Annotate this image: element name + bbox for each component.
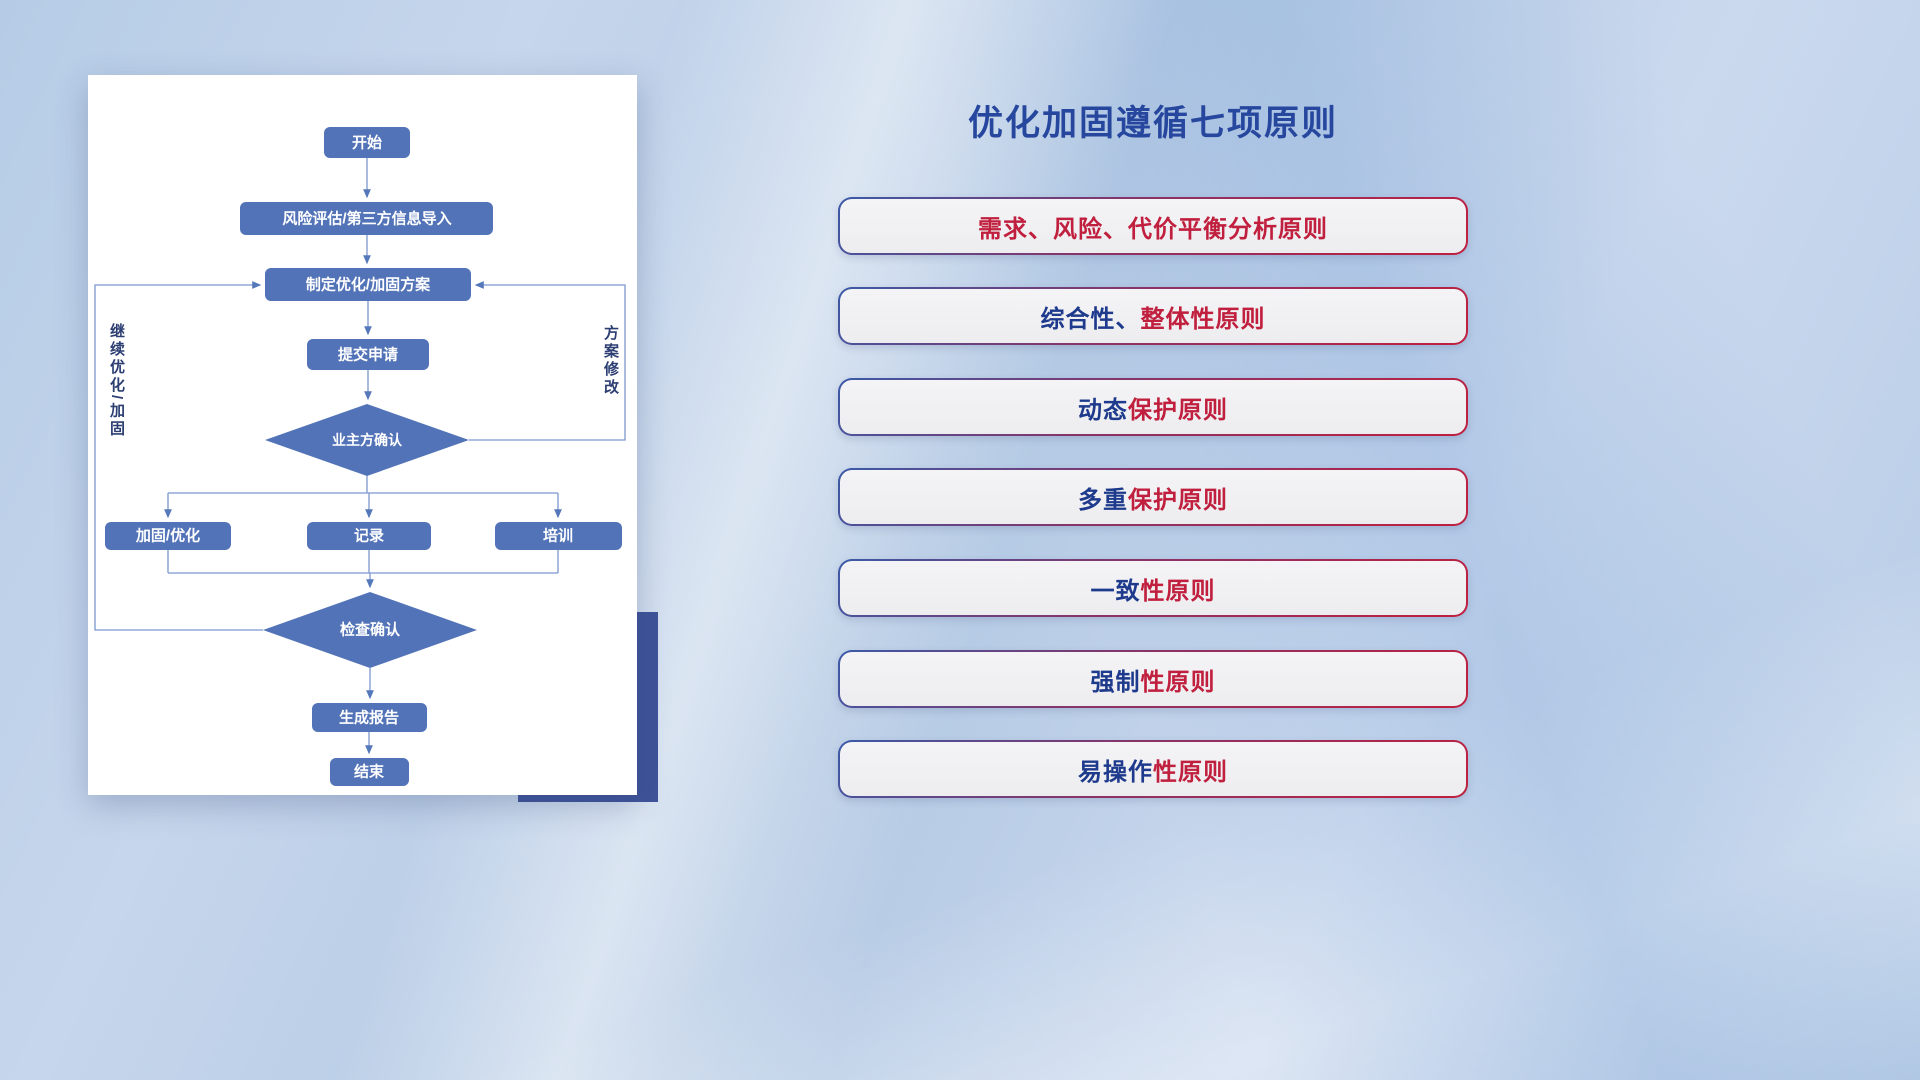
principle-text-blue: 多重 (1078, 486, 1128, 514)
node-make-plan-label: 制定优化/加固方案 (306, 276, 431, 294)
node-end (330, 758, 409, 786)
principle-text: 强制性原则 (840, 652, 1466, 706)
flow-connectors (94, 158, 626, 755)
principle-text: 动态保护原则 (840, 380, 1466, 434)
principle-text-blue: 一致 (1090, 577, 1141, 605)
panel-title: 优化加固遵循七项原则 (967, 104, 1338, 143)
principle-card: 综合性、整体性原则 (838, 287, 1468, 345)
principle-text-red: 整体性原则 (1140, 305, 1266, 333)
node-submit-label: 提交申请 (338, 346, 398, 364)
flow-nodes: 开始 风险评估/第三方信息导入 制定优化/加固方案 提交申请 业主方确认 加固/… (105, 127, 622, 786)
principle-text-blue: 动态 (1078, 396, 1128, 424)
principle-text-red: 保护原则 (1128, 396, 1228, 424)
principle-text-red: 保护原则 (1128, 486, 1228, 514)
decision-owner-confirm (265, 404, 469, 476)
left-loop-label: 继续优化/加固 (108, 323, 125, 439)
node-start-label: 开始 (352, 134, 382, 152)
principle-text-red: 性原则 (1140, 668, 1216, 696)
principle-text: 需求、风险、代价平衡分析原则 (840, 199, 1466, 253)
node-record (307, 522, 431, 550)
decision-check-confirm-label: 检查确认 (340, 621, 401, 639)
flowchart-card: 开始 风险评估/第三方信息导入 制定优化/加固方案 提交申请 业主方确认 加固/… (88, 75, 637, 795)
principle-text-red: 需求、风险、代价平衡分析原则 (978, 215, 1328, 243)
principle-card: 易操作性原则 (838, 740, 1468, 798)
node-training (495, 522, 622, 550)
principle-text: 一致性原则 (840, 561, 1466, 615)
principle-text: 多重保护原则 (840, 470, 1466, 524)
node-harden-optimize-label: 加固/优化 (135, 527, 200, 545)
principle-text-blue: 强制 (1090, 668, 1141, 696)
decision-check-confirm (263, 592, 477, 668)
node-report (312, 703, 427, 732)
node-end-label: 结束 (354, 763, 385, 781)
principle-text-blue: 综合性、 (1040, 305, 1141, 333)
principle-text: 综合性、整体性原则 (840, 289, 1466, 343)
node-make-plan (265, 268, 471, 301)
node-harden-optimize (105, 522, 231, 550)
node-record-label: 记录 (354, 528, 384, 545)
principle-text-red: 性原则 (1140, 577, 1216, 605)
principle-text-red: 性原则 (1153, 758, 1228, 786)
principle-text-blue: 易操作 (1078, 758, 1153, 786)
node-risk-import-label: 风险评估/第三方信息导入 (282, 210, 451, 228)
principle-card: 一致性原则 (838, 559, 1468, 617)
node-report-label: 生成报告 (339, 709, 399, 727)
principles-panel: 优化加固遵循七项原则 需求、风险、代价平衡分析原则 综合性、整体性原则 动态保护… (838, 0, 1468, 1080)
principle-card: 需求、风险、代价平衡分析原则 (838, 197, 1468, 255)
principle-card: 动态保护原则 (838, 378, 1468, 436)
node-training-label: 培训 (543, 527, 573, 545)
decision-owner-confirm-label: 业主方确认 (332, 432, 403, 448)
node-submit (307, 339, 429, 370)
principle-text: 易操作性原则 (840, 742, 1466, 796)
node-start (324, 127, 410, 158)
right-loop-label: 方案修改 (602, 325, 619, 397)
flowchart-svg: 开始 风险评估/第三方信息导入 制定优化/加固方案 提交申请 业主方确认 加固/… (94, 127, 626, 786)
node-risk-import (240, 202, 493, 235)
principle-card: 多重保护原则 (838, 468, 1468, 526)
principle-card: 强制性原则 (838, 650, 1468, 708)
